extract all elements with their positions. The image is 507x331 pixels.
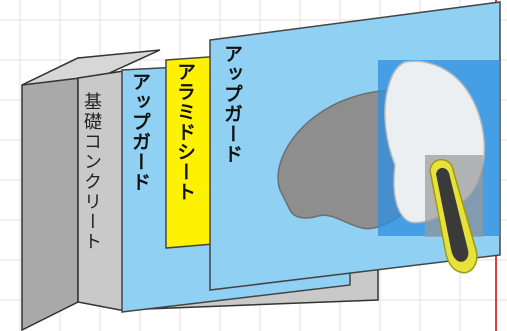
concrete-label: 基礎コンクリート <box>81 92 102 252</box>
guard-back-label: アップガード <box>129 72 151 192</box>
impactor-handle <box>425 155 483 274</box>
aramid-sheet-label: アラミドシート <box>174 62 196 202</box>
guard-front-label: アップガード <box>221 44 243 164</box>
